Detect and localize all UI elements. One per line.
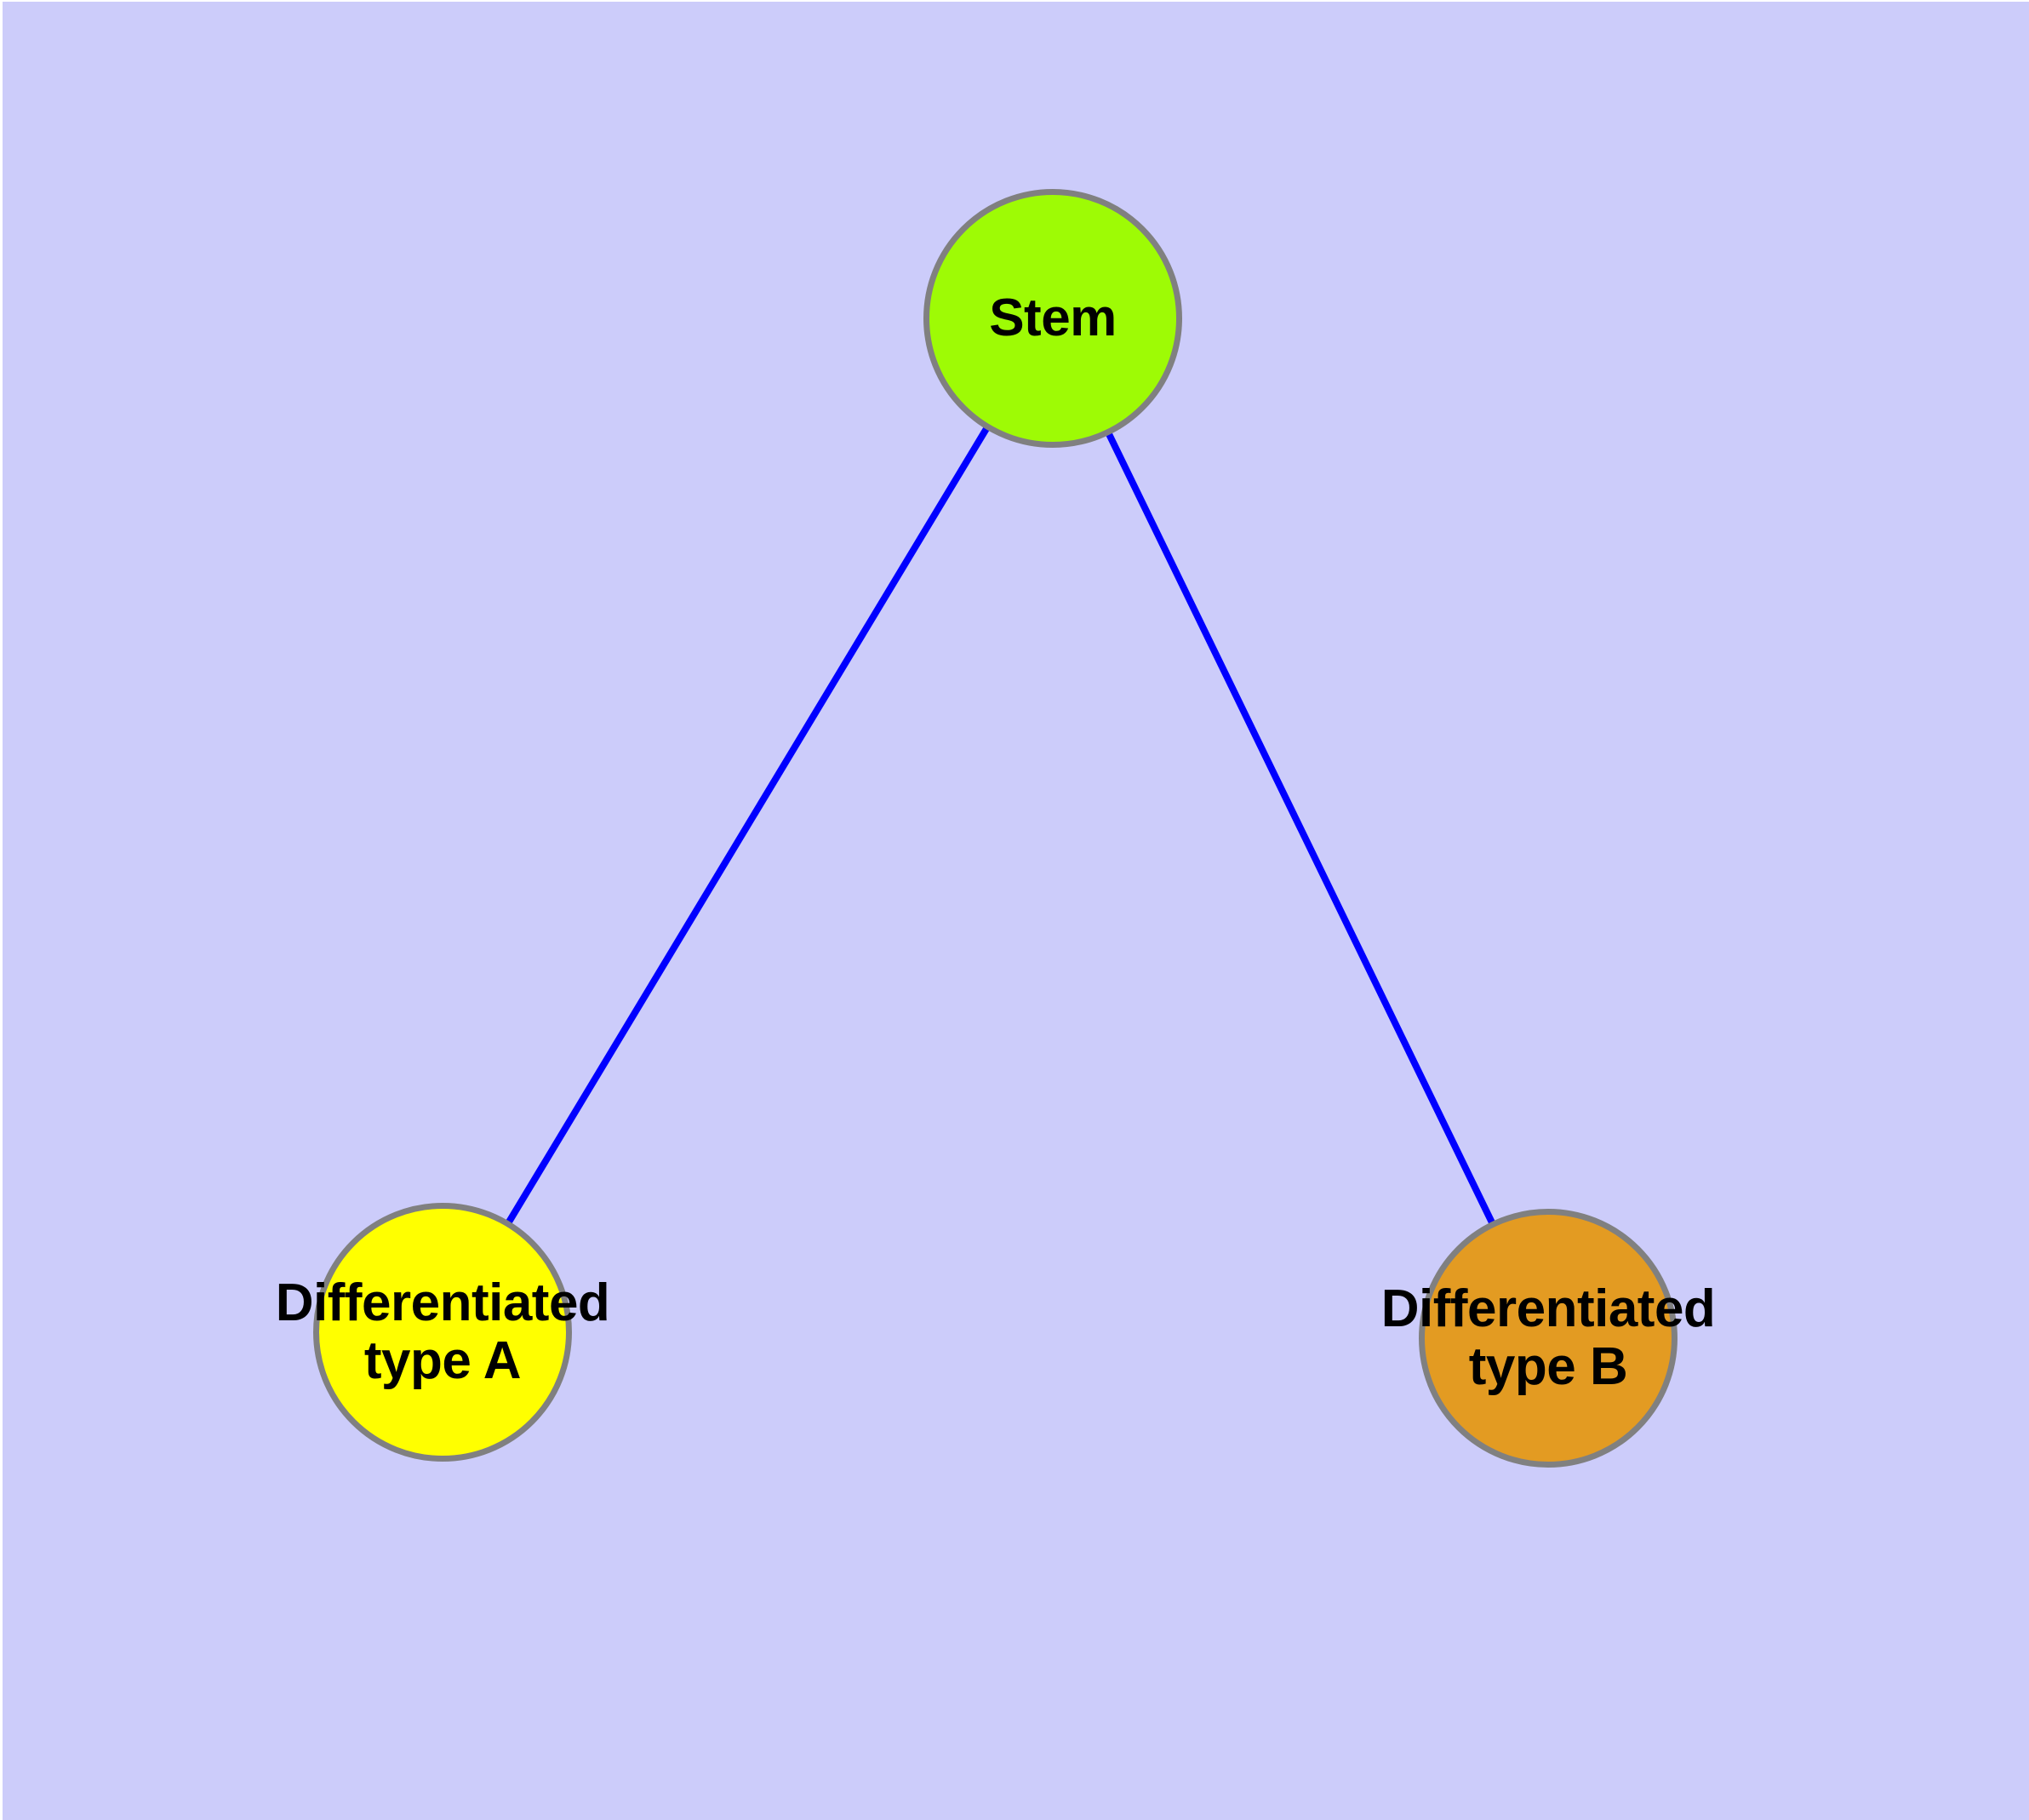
- graph-node-diff-a[interactable]: Differentiated type A: [276, 1203, 610, 1462]
- node-circle-diff-a[interactable]: [313, 1203, 572, 1462]
- node-circle-diff-b[interactable]: [1419, 1209, 1677, 1468]
- graph-node-diff-b[interactable]: Differentiated type B: [1381, 1209, 1716, 1468]
- graph-node-stem[interactable]: Stem: [923, 189, 1182, 448]
- graph-edge: [1105, 430, 1496, 1227]
- edges-group: [504, 424, 1496, 1227]
- node-circle-stem[interactable]: [923, 189, 1182, 448]
- graph-edge: [504, 424, 992, 1227]
